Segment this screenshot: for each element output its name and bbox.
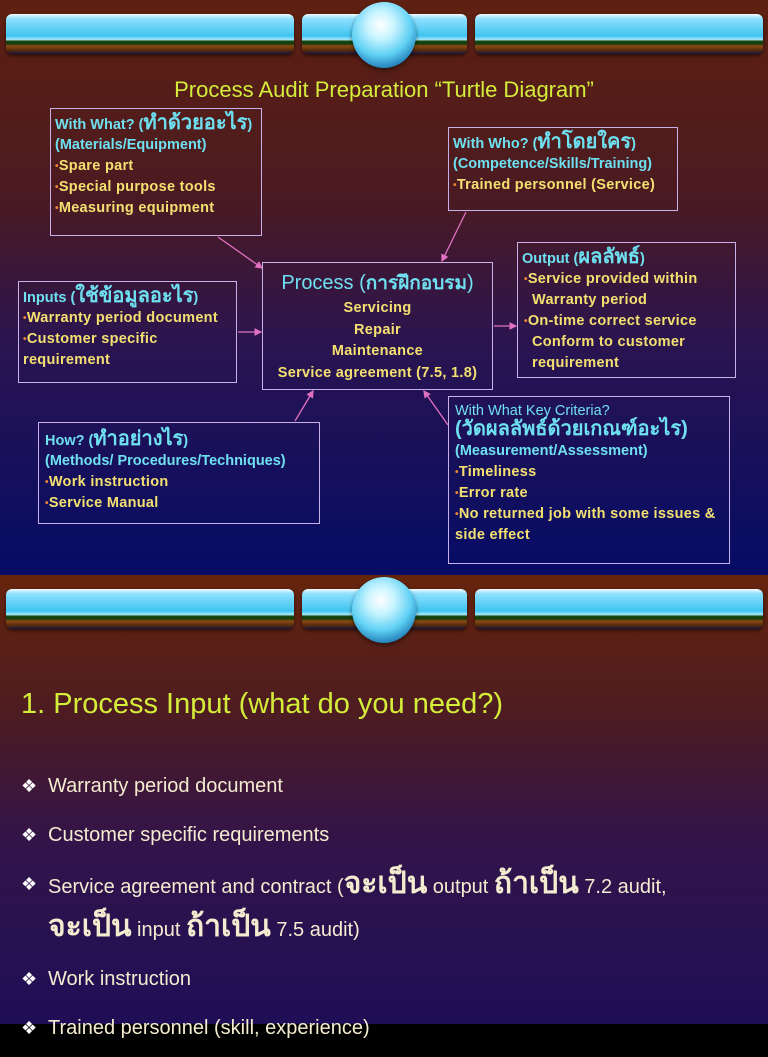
list-item: •Customer specific requirement — [23, 331, 158, 368]
how-subheading: (Methods/ Procedures/Techniques) — [45, 453, 286, 469]
globe-orb-icon — [352, 2, 416, 68]
bullet-dot-icon: • — [453, 180, 457, 191]
process-item: Service agreement (7.5, 1.8) — [277, 364, 478, 381]
slide-turtle-diagram: Process Audit Preparation “Turtle Diagra… — [0, 0, 768, 575]
list-item: ❖ Warranty period document — [21, 766, 761, 806]
decorative-banner — [0, 0, 768, 70]
criteria-subheading: (Measurement/Assessment) — [455, 443, 648, 459]
list-item: ❖ Service agreement and contract (จะเป็น… — [21, 864, 761, 950]
process-heading: Process (การฝึกอบรม) — [281, 272, 474, 294]
landscape-bar-left — [6, 589, 294, 629]
process-item: Servicing — [343, 300, 412, 316]
landscape-bar-right — [475, 589, 763, 629]
bullet-dot-icon: • — [55, 182, 59, 193]
list-item: •Measuring equipment — [55, 200, 215, 216]
list-item: •Spare part — [55, 158, 134, 174]
inputs-heading: Inputs (ใช้ข้อมูลอะไร) — [23, 285, 199, 307]
slide2-title: 1. Process Input (what do you need?) — [21, 688, 504, 720]
decorative-banner — [0, 575, 768, 645]
with-who-heading: With Who? (ทำโดยใคร) — [453, 131, 637, 153]
list-item: ❖ Customer specific requirements — [21, 815, 761, 855]
bullet-dot-icon: • — [45, 498, 49, 509]
bullet-dot-icon: • — [23, 313, 27, 324]
bullet-dot-icon: • — [455, 467, 459, 478]
bullet-dot-icon: • — [524, 316, 528, 327]
criteria-heading-thai: (วัดผลลัพธ์ด้วยเกณฑ์อะไร) — [455, 418, 688, 440]
list-item: •Trained personnel (Service) — [453, 177, 656, 193]
with-what-box: With What? (ทำด้วยอะไร) (Materials/Equip… — [50, 108, 262, 236]
bullet-dot-icon: • — [45, 477, 49, 488]
landscape-bar-left — [6, 14, 294, 54]
list-item: ❖ Trained personnel (skill, experience) — [21, 1008, 761, 1048]
list-item: •Error rate — [455, 485, 528, 501]
with-who-subheading: (Competence/Skills/Training) — [453, 156, 653, 172]
criteria-heading: With What Key Criteria? — [455, 403, 610, 419]
list-item: •Service provided within Warranty period — [524, 271, 698, 308]
list-item: •On-time correct service Conform to cust… — [524, 313, 697, 371]
list-item: ❖ Work instruction — [21, 959, 761, 999]
list-item: •Warranty period document — [23, 310, 218, 326]
slide-title: Process Audit Preparation “Turtle Diagra… — [174, 77, 594, 102]
diamond-bullet-icon: ❖ — [21, 874, 38, 894]
process-item: Maintenance — [331, 343, 424, 359]
with-what-subheading: (Materials/Equipment) — [55, 137, 207, 153]
inputs-box: Inputs (ใช้ข้อมูลอะไร) •Warranty period … — [18, 281, 237, 383]
diamond-bullet-icon: ❖ — [21, 776, 38, 796]
list-item: •Service Manual — [45, 495, 159, 511]
globe-orb-icon — [352, 577, 416, 643]
diamond-bullet-icon: ❖ — [21, 969, 38, 989]
with-what-heading: With What? (ทำด้วยอะไร) — [55, 112, 253, 134]
how-heading: How? (ทำอย่างไร) — [45, 428, 189, 450]
criteria-box: With What Key Criteria? (วัดผลลัพธ์ด้วยเ… — [448, 396, 730, 564]
bullet-dot-icon: • — [55, 203, 59, 214]
list-item: •Timeliness — [455, 464, 537, 480]
process-input-list: ❖ Warranty period document ❖ Customer sp… — [21, 766, 761, 1057]
diamond-bullet-icon: ❖ — [21, 825, 38, 845]
process-box: Process (การฝึกอบรม) Servicing Repair Ma… — [262, 262, 493, 390]
output-heading: Output (ผลลัพธ์) — [522, 246, 645, 268]
bullet-dot-icon: • — [455, 488, 459, 499]
list-item: •Special purpose tools — [55, 179, 216, 195]
output-box: Output (ผลลัพธ์) •Service provided withi… — [517, 242, 736, 378]
landscape-bar-right — [475, 14, 763, 54]
process-item: Repair — [354, 321, 401, 338]
bullet-dot-icon: • — [455, 509, 459, 520]
bullet-dot-icon: • — [55, 161, 59, 172]
slide-process-input — [0, 575, 768, 1024]
how-box: How? (ทำอย่างไร) (Methods/ Procedures/Te… — [38, 422, 320, 524]
bullet-dot-icon: • — [23, 334, 27, 345]
list-item: •Work instruction — [45, 474, 169, 490]
diamond-bullet-icon: ❖ — [21, 1018, 38, 1038]
list-item: •No returned job with some issues & side… — [455, 506, 716, 543]
with-who-box: With Who? (ทำโดยใคร) (Competence/Skills/… — [448, 127, 678, 211]
bullet-dot-icon: • — [524, 274, 528, 285]
